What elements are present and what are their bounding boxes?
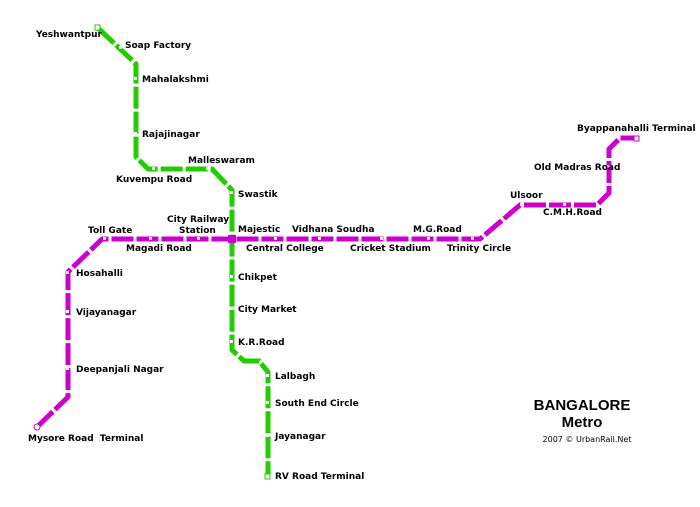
station-marker-cmh-road: [563, 203, 566, 206]
label-city-railway: City Railway: [167, 215, 229, 225]
label-cricket-stadium: Cricket Stadium: [350, 244, 431, 254]
credit-text: 2007 © UrbanRail.Net: [543, 435, 632, 444]
title-bangalore: BANGALORE: [534, 397, 631, 414]
station-marker-rajajinagar: [134, 132, 137, 135]
label-kr-road: K.R.Road: [238, 338, 285, 348]
station-marker-vidhana-soudha: [318, 237, 321, 240]
green-line-labels: Yeshwantpur Soap Factory Mahalakshmi Raj…: [35, 30, 364, 482]
map-title: BANGALORE Metro 2007 © UrbanRail.Net: [534, 397, 632, 444]
station-marker-mg-road: [427, 237, 430, 240]
label-malleswaram: Malleswaram: [188, 156, 255, 166]
label-rv-road-terminal: RV Road Terminal: [275, 472, 364, 482]
station-marker-vijayanagar: [66, 310, 69, 313]
label-station: Station: [179, 226, 216, 236]
station-marker-kr-road: [230, 340, 233, 343]
station-marker-old-madras-road: [607, 165, 610, 168]
majestic-interchange: [228, 235, 236, 243]
label-cmh-road: C.M.H.Road: [543, 208, 602, 218]
green-line-track: [96, 26, 271, 477]
label-mysore-road-terminal: Mysore Road Terminal: [28, 434, 143, 444]
station-marker-ulsoor: [520, 203, 523, 206]
station-marker-south-end-circle: [266, 401, 269, 404]
label-jayanagar: Jayanagar: [274, 432, 326, 442]
label-byappanahalli-terminal: Byappanahalli Terminal: [577, 124, 696, 134]
label-south-end-circle: South End Circle: [275, 399, 359, 409]
station-marker-trinity-circle: [471, 237, 474, 240]
label-vijayanagar: Vijayanagar: [76, 308, 137, 318]
station-marker-toll-gate: [103, 237, 106, 240]
label-chikpet: Chikpet: [238, 273, 278, 283]
station-marker-malleswaram: [206, 167, 209, 170]
label-ulsoor: Ulsoor: [510, 191, 543, 201]
label-deepanjali-nagar: Deepanjali Nagar: [76, 365, 164, 375]
station-marker-chikpet: [230, 275, 233, 278]
station-marker-soap-factory: [119, 46, 122, 49]
label-soap-factory: Soap Factory: [125, 41, 191, 51]
label-mg-road: M.G.Road: [413, 225, 462, 235]
label-mahalakshmi: Mahalakshmi: [142, 75, 209, 85]
station-marker-jayanagar: [266, 434, 269, 437]
label-majestic: Majestic: [238, 225, 280, 235]
label-yeshwantpur: Yeshwantpur: [35, 30, 103, 40]
station-marker-city-railway: [197, 237, 200, 240]
station-marker-deepanjali-nagar: [66, 367, 69, 370]
station-marker-lalbagh: [266, 374, 269, 377]
label-kuvempu-road: Kuvempu Road: [116, 175, 192, 185]
label-swastik: Swastik: [238, 190, 279, 200]
label-vidhana-soudha: Vidhana Soudha: [292, 225, 374, 235]
station-marker-byappanahalli: [633, 135, 640, 142]
station-marker-mahalakshmi: [134, 77, 137, 80]
station-marker-central-college: [274, 237, 277, 240]
purple-line-stations: [33, 135, 640, 431]
label-trinity-circle: Trinity Circle: [447, 244, 511, 254]
label-city-market: City Market: [238, 305, 297, 315]
station-marker-swastik: [230, 191, 233, 194]
label-hosahalli: Hosahalli: [76, 269, 123, 279]
station-marker-kuvempu-road: [152, 167, 155, 170]
station-marker-hosahalli: [66, 271, 69, 274]
station-marker-cricket-stadium: [380, 237, 383, 240]
label-lalbagh: Lalbagh: [275, 372, 315, 382]
station-marker-magadi-road: [149, 237, 152, 240]
station-marker-city-market: [230, 307, 233, 310]
label-toll-gate: Toll Gate: [88, 226, 132, 236]
station-marker-yeshwantpur: [94, 24, 101, 31]
station-marker-mysore-road: [33, 423, 41, 431]
label-magadi-road: Magadi Road: [126, 244, 192, 254]
label-rajajinagar: Rajajinagar: [142, 130, 200, 140]
label-central-college: Central College: [246, 244, 324, 254]
purple-line-labels: Mysore Road Terminal Deepanjali Nagar Vi…: [28, 124, 696, 444]
station-marker-rv-road: [264, 473, 271, 480]
label-old-madras-road: Old Madras Road: [534, 163, 620, 173]
title-metro: Metro: [562, 414, 603, 431]
green-line-stations: [94, 24, 271, 480]
